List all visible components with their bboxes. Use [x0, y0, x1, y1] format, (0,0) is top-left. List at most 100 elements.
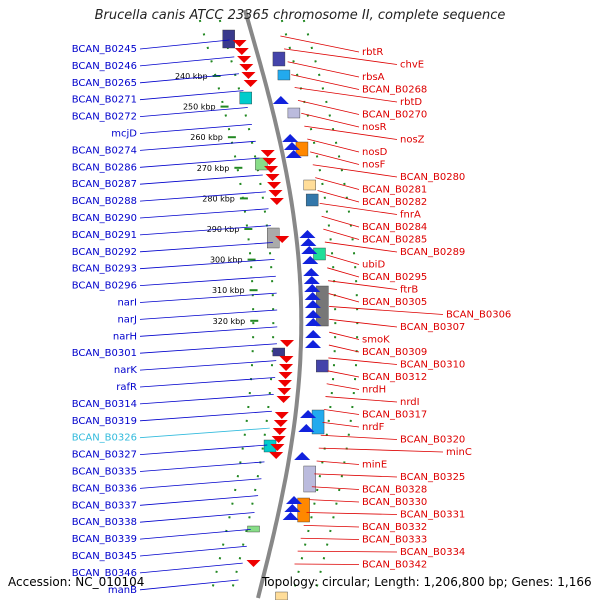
gene-block [303, 465, 316, 493]
left-gene-label: BCAN_B0338 [72, 517, 137, 528]
forward-gene-arrow [278, 372, 293, 379]
left-gene-label: BCAN_B0314 [72, 399, 137, 410]
left-gene-label: BCAN_B0287 [72, 179, 137, 190]
forward-gene-arrow [277, 380, 292, 387]
forward-gene-arrow [264, 166, 279, 173]
left-label-connector [139, 393, 274, 405]
left-gene-label: BCAN_B0292 [72, 247, 137, 258]
left-gene-label: BCAN_B0319 [72, 416, 137, 427]
right-gene-label: BCAN_B0281 [362, 185, 427, 196]
left-label-connector [139, 208, 269, 219]
right-label-connector [312, 164, 398, 178]
right-label-connector [328, 344, 360, 353]
right-label-connector [315, 177, 360, 190]
left-gene-label: BCAN_B0301 [72, 348, 137, 359]
forward-gene-arrow [276, 396, 291, 403]
right-label-connector [328, 357, 398, 365]
left-label-connector [139, 39, 230, 50]
reverse-gene-arrow [282, 512, 299, 520]
left-gene-label: BCAN_B0245 [72, 44, 137, 55]
reverse-gene-arrow [298, 424, 315, 432]
forward-gene-arrow [267, 182, 282, 189]
reverse-gene-arrow [303, 276, 320, 284]
reverse-gene-arrow [304, 300, 321, 308]
reverse-gene-arrow [305, 340, 322, 348]
forward-gene-arrow [262, 158, 277, 165]
right-gene-label: ftrB [400, 285, 418, 296]
scale-tick-label: 250 kbp [183, 103, 216, 112]
right-label-connector [326, 254, 360, 265]
forward-gene-arrow [271, 436, 286, 443]
right-gene-label: BCAN_B0306 [446, 310, 511, 321]
right-label-connector [300, 537, 360, 540]
label-connectors [139, 35, 444, 591]
left-gene-label: BCAN_B0265 [72, 78, 137, 89]
dotted-track-2 [280, 19, 337, 597]
reverse-gene-arrow [305, 330, 322, 338]
left-label-connector [139, 461, 265, 472]
scale-tick-label: 280 kbp [202, 194, 235, 203]
left-gene-label: narI [117, 298, 137, 309]
left-label-connector [139, 157, 260, 168]
reverse-gene-arrow [299, 230, 316, 238]
right-label-connector [287, 61, 360, 78]
left-label-connector [139, 343, 277, 354]
right-gene-label: nrdH [362, 385, 386, 396]
left-label-connector [139, 562, 243, 574]
accession-text: Accession: NC_010104 [8, 575, 145, 589]
left-label-connector [139, 56, 235, 67]
right-label-connector [323, 228, 360, 240]
forward-gene-arrow [269, 198, 284, 205]
right-gene-label: BCAN_B0333 [362, 535, 427, 546]
left-label-connector [139, 123, 252, 134]
left-gene-label: BCAN_B0291 [72, 230, 137, 241]
right-gene-label: BCAN_B0285 [362, 235, 427, 246]
right-gene-label: minC [446, 447, 472, 458]
right-label-connector [322, 421, 360, 428]
reverse-gene-arrow [304, 284, 321, 292]
right-gene-label: BCAN_B0280 [400, 172, 465, 183]
right-gene-label: BCAN_B0317 [362, 410, 427, 421]
right-gene-label: fnrA [400, 210, 421, 221]
left-gene-label: BCAN_B0293 [72, 264, 137, 275]
left-gene-label: BCAN_B0336 [72, 483, 137, 494]
right-label-connector [297, 100, 360, 115]
forward-gene-arrow [280, 340, 295, 347]
right-gene-label: nrdF [362, 422, 385, 433]
scale-tick-label: 310 kbp [212, 286, 245, 295]
left-label-connector [139, 528, 251, 540]
forward-gene-arrow [275, 236, 290, 243]
right-gene-label: rbtR [362, 47, 383, 58]
reverse-gene-arrow [285, 150, 302, 158]
scale-tick-label: 260 kbp [190, 133, 223, 142]
left-label-connector [139, 140, 256, 151]
right-gene-label: BCAN_B0334 [400, 547, 465, 558]
right-gene-label: BCAN_B0284 [362, 222, 427, 233]
forward-gene-arrow [232, 40, 247, 47]
left-gene-label: BCAN_B0272 [72, 112, 137, 123]
right-label-connector [329, 318, 398, 328]
left-label-connector [139, 326, 278, 337]
forward-gene-arrow [268, 190, 283, 197]
left-gene-label: BCAN_B0335 [72, 467, 137, 478]
dotted-track-1 [218, 19, 275, 597]
left-label-connector [139, 512, 255, 523]
right-label-connector [307, 138, 360, 153]
right-label-connector [328, 293, 360, 303]
left-gene-label: BCAN_B0296 [72, 281, 137, 292]
left-label-connector [139, 444, 268, 455]
left-label-connector [139, 191, 266, 202]
reverse-gene-arrow [300, 238, 317, 246]
gene-block [287, 107, 301, 119]
reverse-gene-arrow [300, 410, 317, 418]
topology-text: Topology: circular; Length: 1,206,800 bp… [262, 575, 592, 589]
left-gene-label: BCAN_B0346 [72, 568, 137, 579]
gene-block [247, 525, 260, 533]
forward-gene-arrow [269, 452, 284, 459]
left-label-connector [139, 225, 271, 236]
map-title: Brucella canis ATCC 23365 chromosome II,… [94, 8, 506, 23]
scale-tick-label: 270 kbp [197, 164, 230, 173]
right-label-connector [316, 460, 360, 465]
